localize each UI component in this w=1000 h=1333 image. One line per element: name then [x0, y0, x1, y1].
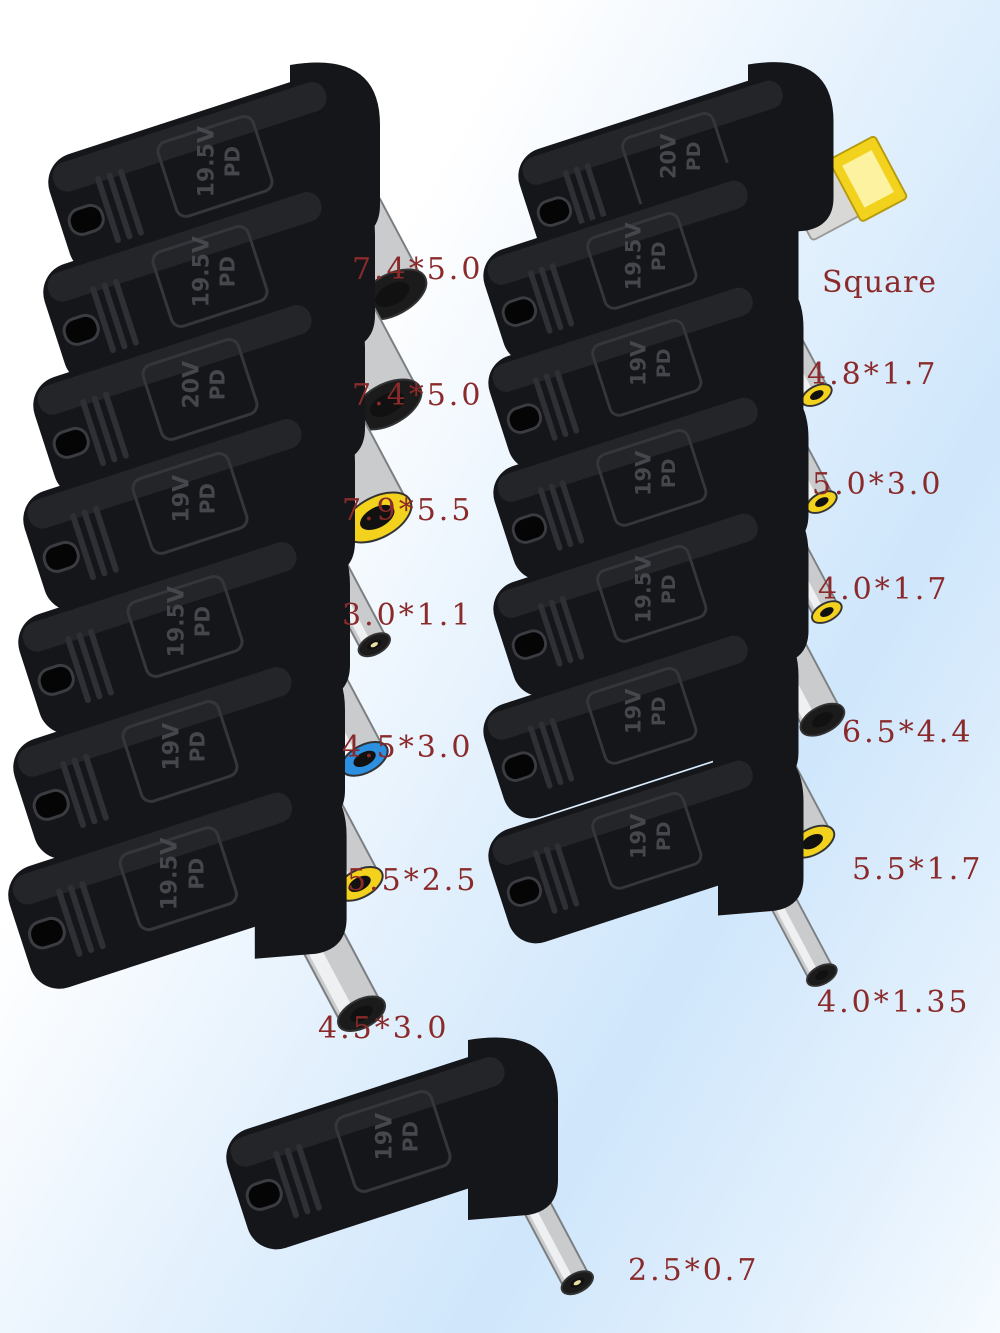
pd-marking: PD [221, 146, 245, 177]
pd-marking: PD [658, 458, 680, 488]
usb-c-port [27, 916, 66, 950]
voltage-marking: 19V [621, 688, 645, 734]
voltage-marking: 19V [159, 723, 184, 771]
pd-marking: PD [196, 483, 220, 514]
size-label-left-7: 4.5*3.0 [318, 1011, 450, 1046]
voltage-marking: 19.5V [189, 236, 214, 307]
size-label-left-6: 5.5*2.5 [347, 863, 479, 898]
size-label-right-2: 5.0*3.0 [812, 467, 944, 502]
usb-c-port [62, 313, 100, 346]
usb-c-port [32, 788, 70, 821]
voltage-marking: 19V [372, 1113, 397, 1161]
pd-marking: PD [191, 606, 215, 637]
size-label-right-6: 4.0*1.35 [817, 985, 971, 1020]
size-label-right-5: 5.5*1.7 [852, 852, 984, 887]
size-label-bottom: 2.5*0.7 [628, 1253, 760, 1288]
pd-marking: PD [648, 241, 670, 271]
pd-marking: PD [216, 256, 240, 287]
pd-marking: PD [683, 141, 705, 171]
size-label-left-5: 4.5*3.0 [342, 730, 474, 765]
usb-c-port [536, 196, 573, 227]
size-label-left-4: 3.0*1.1 [342, 598, 474, 633]
pd-marking: PD [186, 731, 210, 762]
usb-c-port [245, 1178, 283, 1211]
size-label-right-square: Square [822, 265, 938, 300]
size-label-left-3: 7.9*5.5 [342, 493, 474, 528]
voltage-marking: 19.5V [194, 126, 219, 197]
voltage-marking: 19V [169, 475, 194, 523]
pd-marking: PD [653, 821, 675, 851]
voltage-marking: 20V [179, 361, 204, 409]
voltage-marking: 20V [656, 133, 680, 179]
usb-c-port [67, 203, 105, 236]
size-label-left-1: 7.4*5.0 [352, 252, 484, 287]
usb-c-port [52, 426, 90, 459]
voltage-marking: 19.5V [631, 555, 655, 624]
usb-c-port [501, 751, 538, 782]
usb-c-port [506, 876, 543, 907]
usb-c-port [42, 540, 80, 573]
pd-marking: PD [648, 696, 670, 726]
voltage-marking: 19V [626, 340, 650, 386]
voltage-marking: 19.5V [157, 837, 183, 910]
size-label-right-1: 4.8*1.7 [807, 357, 939, 392]
usb-c-port [511, 629, 548, 660]
usb-c-port [506, 403, 543, 434]
voltage-marking: 19.5V [621, 222, 645, 291]
pd-marking: PD [653, 348, 675, 378]
usb-c-port [501, 296, 538, 327]
voltage-marking: 19V [626, 813, 650, 859]
size-label-right-4: 6.5*4.4 [842, 715, 974, 750]
usb-c-port [511, 513, 548, 544]
size-label-right-3: 4.0*1.7 [818, 572, 950, 607]
size-label-left-2: 7.4*5.0 [352, 378, 484, 413]
pd-marking: PD [206, 369, 230, 400]
usb-c-port [37, 663, 75, 696]
pd-marking: PD [399, 1121, 423, 1152]
pd-marking: PD [185, 858, 209, 890]
voltage-marking: 19V [631, 450, 655, 496]
pd-marking: PD [658, 574, 680, 604]
voltage-marking: 19.5V [164, 586, 189, 657]
